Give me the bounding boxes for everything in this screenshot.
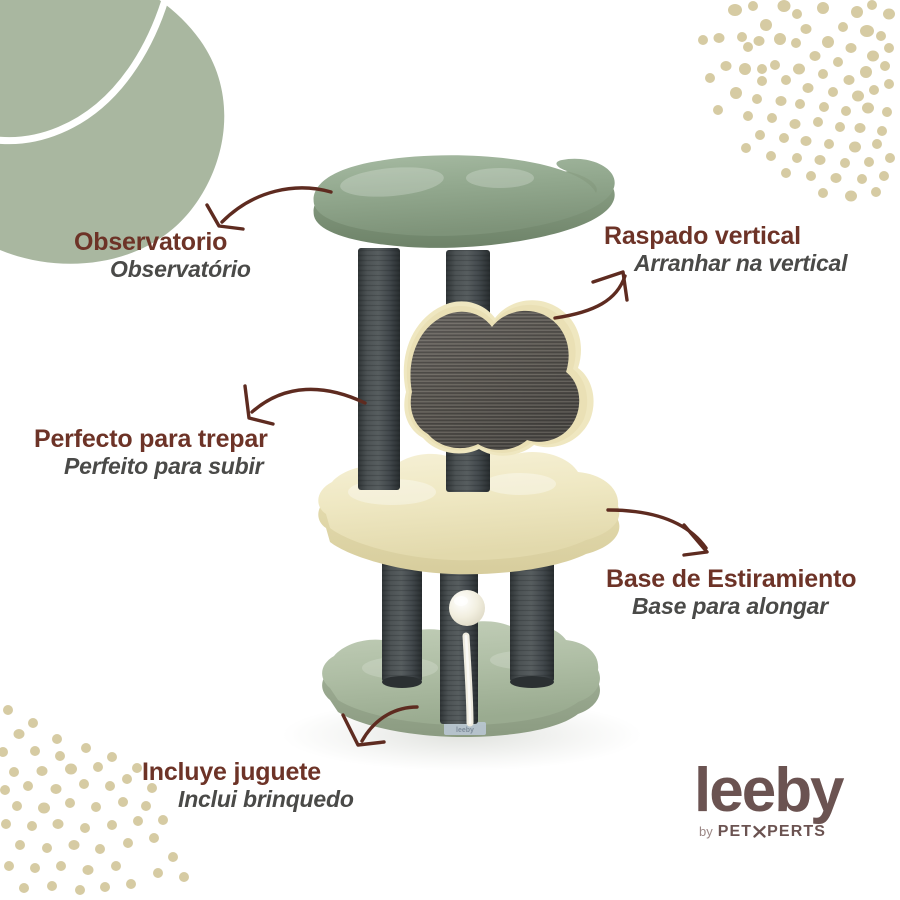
- cloud-scratching-panel: [403, 300, 594, 456]
- svg-text:leeby: leeby: [456, 727, 474, 734]
- feature-label-pt: Inclui brinquedo: [178, 786, 354, 812]
- feature-label-es: Base de Estiramiento: [606, 565, 857, 593]
- arrow-base: [606, 508, 709, 557]
- feature-label-pt: Base para alongar: [632, 593, 829, 619]
- arrow-raspado: [553, 270, 629, 320]
- logo-brand-name: leeby: [694, 756, 845, 825]
- feature-label-incluye-juguete: Incluye juguete Inclui brinquedo: [142, 758, 354, 814]
- cat-x-icon: [753, 826, 766, 839]
- feature-label-pt: Perfeito para subir: [64, 453, 264, 479]
- feature-label-es: Incluye juguete: [142, 758, 321, 786]
- top-crescent-platform: [313, 155, 615, 248]
- feature-label-pt: Observatório: [110, 256, 251, 282]
- arrow-trepar: [243, 384, 367, 426]
- feature-label-base-de-estiramiento: Base de Estiramiento Base para alongar: [606, 565, 856, 621]
- pompom-toy: [449, 590, 485, 727]
- arrow-juguete: [341, 705, 419, 747]
- feature-label-es: Perfecto para trepar: [34, 425, 268, 453]
- logo-parent-part-1: PET: [717, 822, 753, 840]
- arrow-observatorio: [205, 186, 333, 231]
- leeby-logo: leeby by PET PERTS: [694, 756, 864, 858]
- feature-label-raspado-vertical: Raspado vertical Arranhar na vertical: [604, 222, 848, 278]
- feature-label-perfecto-para-trepar: Perfecto para trepar Perfeito para subir: [34, 425, 268, 481]
- logo-parent-brand: PET PERTS: [718, 823, 826, 841]
- feature-label-observatorio: Observatorio Observatório: [74, 228, 251, 284]
- logo-parent-part-2: PERTS: [767, 822, 826, 840]
- logo-parent-line: by PET PERTS: [694, 823, 864, 841]
- feature-label-pt: Arranhar na vertical: [634, 250, 848, 276]
- feature-label-es: Raspado vertical: [604, 222, 801, 250]
- product-brand-tag: leeby: [444, 722, 486, 735]
- logo-by-text: by: [699, 823, 713, 839]
- feature-label-es: Observatorio: [74, 228, 228, 256]
